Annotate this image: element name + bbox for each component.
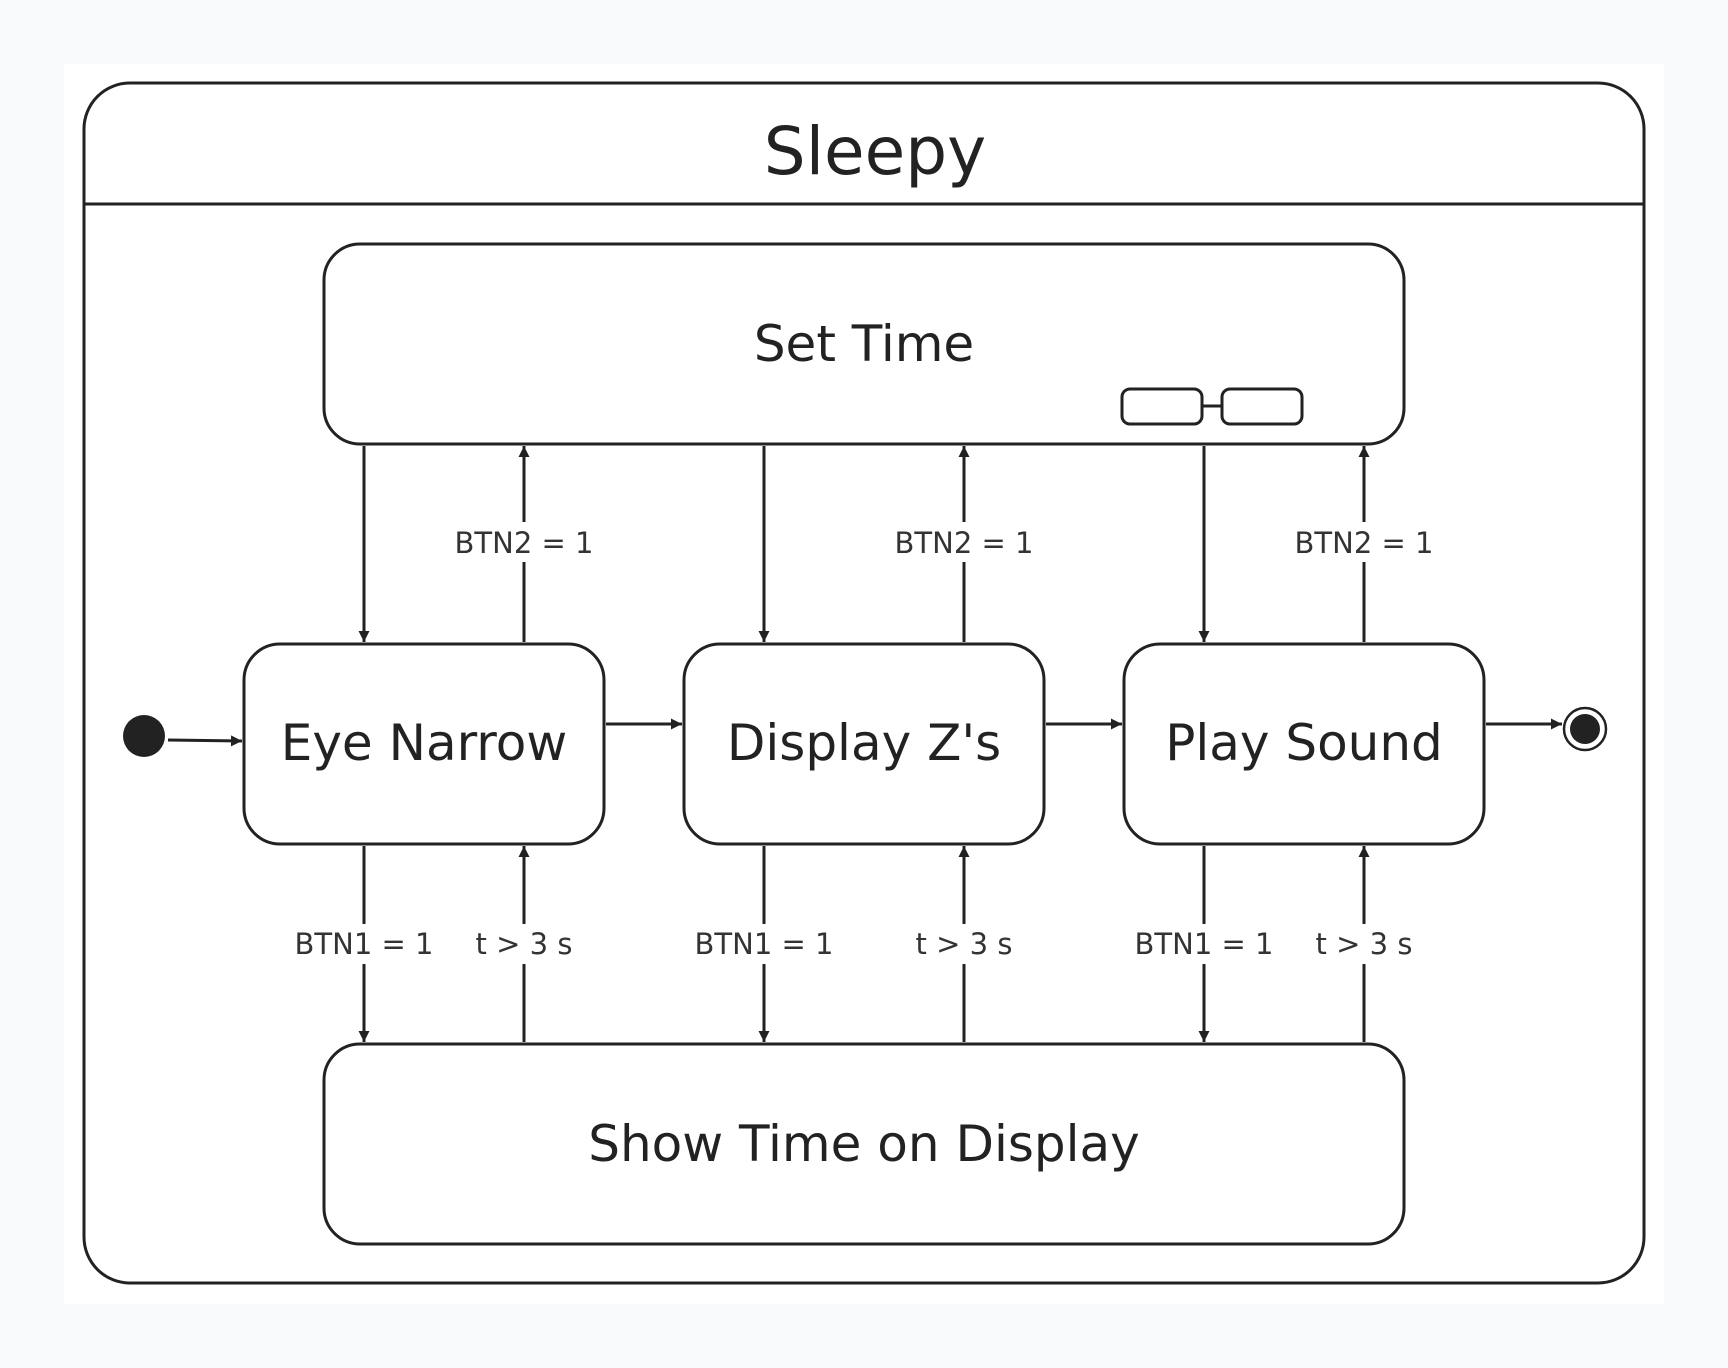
- guard-label-bg: [914, 924, 1014, 964]
- state-set-time: Set Time: [322, 242, 1406, 446]
- state-eye-narrow-label: Eye Narrow: [281, 714, 568, 772]
- guard-btn2-eye-narrow: BTN2 = 1: [455, 526, 594, 560]
- transition-initial-to-eye-narrow: [167, 735, 243, 747]
- composite-state-title: Sleepy: [764, 113, 986, 190]
- guard-timeout-play-sound: t > 3 s: [1316, 927, 1413, 961]
- guard-timeout-eye-narrow: t > 3 s: [476, 927, 573, 961]
- state-display-zs-label: Display Z's: [727, 714, 1001, 772]
- state-play-sound-label: Play Sound: [1165, 714, 1443, 772]
- guard-label-bg: [290, 924, 438, 964]
- guard-label-bg: [1314, 924, 1414, 964]
- guard-btn2-display-zs: BTN2 = 1: [895, 526, 1034, 560]
- state-eye-narrow: Eye Narrow: [242, 642, 606, 846]
- guard-btn1-play-sound: BTN1 = 1: [1135, 927, 1274, 961]
- guard-label-bg: [690, 924, 838, 964]
- guard-btn2-play-sound: BTN2 = 1: [1295, 526, 1434, 560]
- guard-btn1-eye-narrow: BTN1 = 1: [295, 927, 434, 961]
- state-play-sound: Play Sound: [1122, 642, 1486, 846]
- guard-label-bg: [474, 924, 574, 964]
- guard-label-bg: [890, 522, 1038, 562]
- guard-timeout-display-zs: t > 3 s: [916, 927, 1013, 961]
- state-display-zs: Display Z's: [682, 642, 1046, 846]
- state-show-time-label: Show Time on Display: [588, 1115, 1140, 1173]
- guard-btn1-display-zs: BTN1 = 1: [695, 927, 834, 961]
- guard-label-bg: [1290, 522, 1438, 562]
- initial-state: [123, 715, 165, 757]
- composite-state-icon: [1120, 387, 1304, 426]
- guard-label-bg: [1130, 924, 1278, 964]
- final-state: [1562, 706, 1608, 752]
- state-show-time: Show Time on Display: [322, 1042, 1406, 1246]
- state-set-time-label: Set Time: [754, 315, 974, 373]
- guard-label-bg: [450, 522, 598, 562]
